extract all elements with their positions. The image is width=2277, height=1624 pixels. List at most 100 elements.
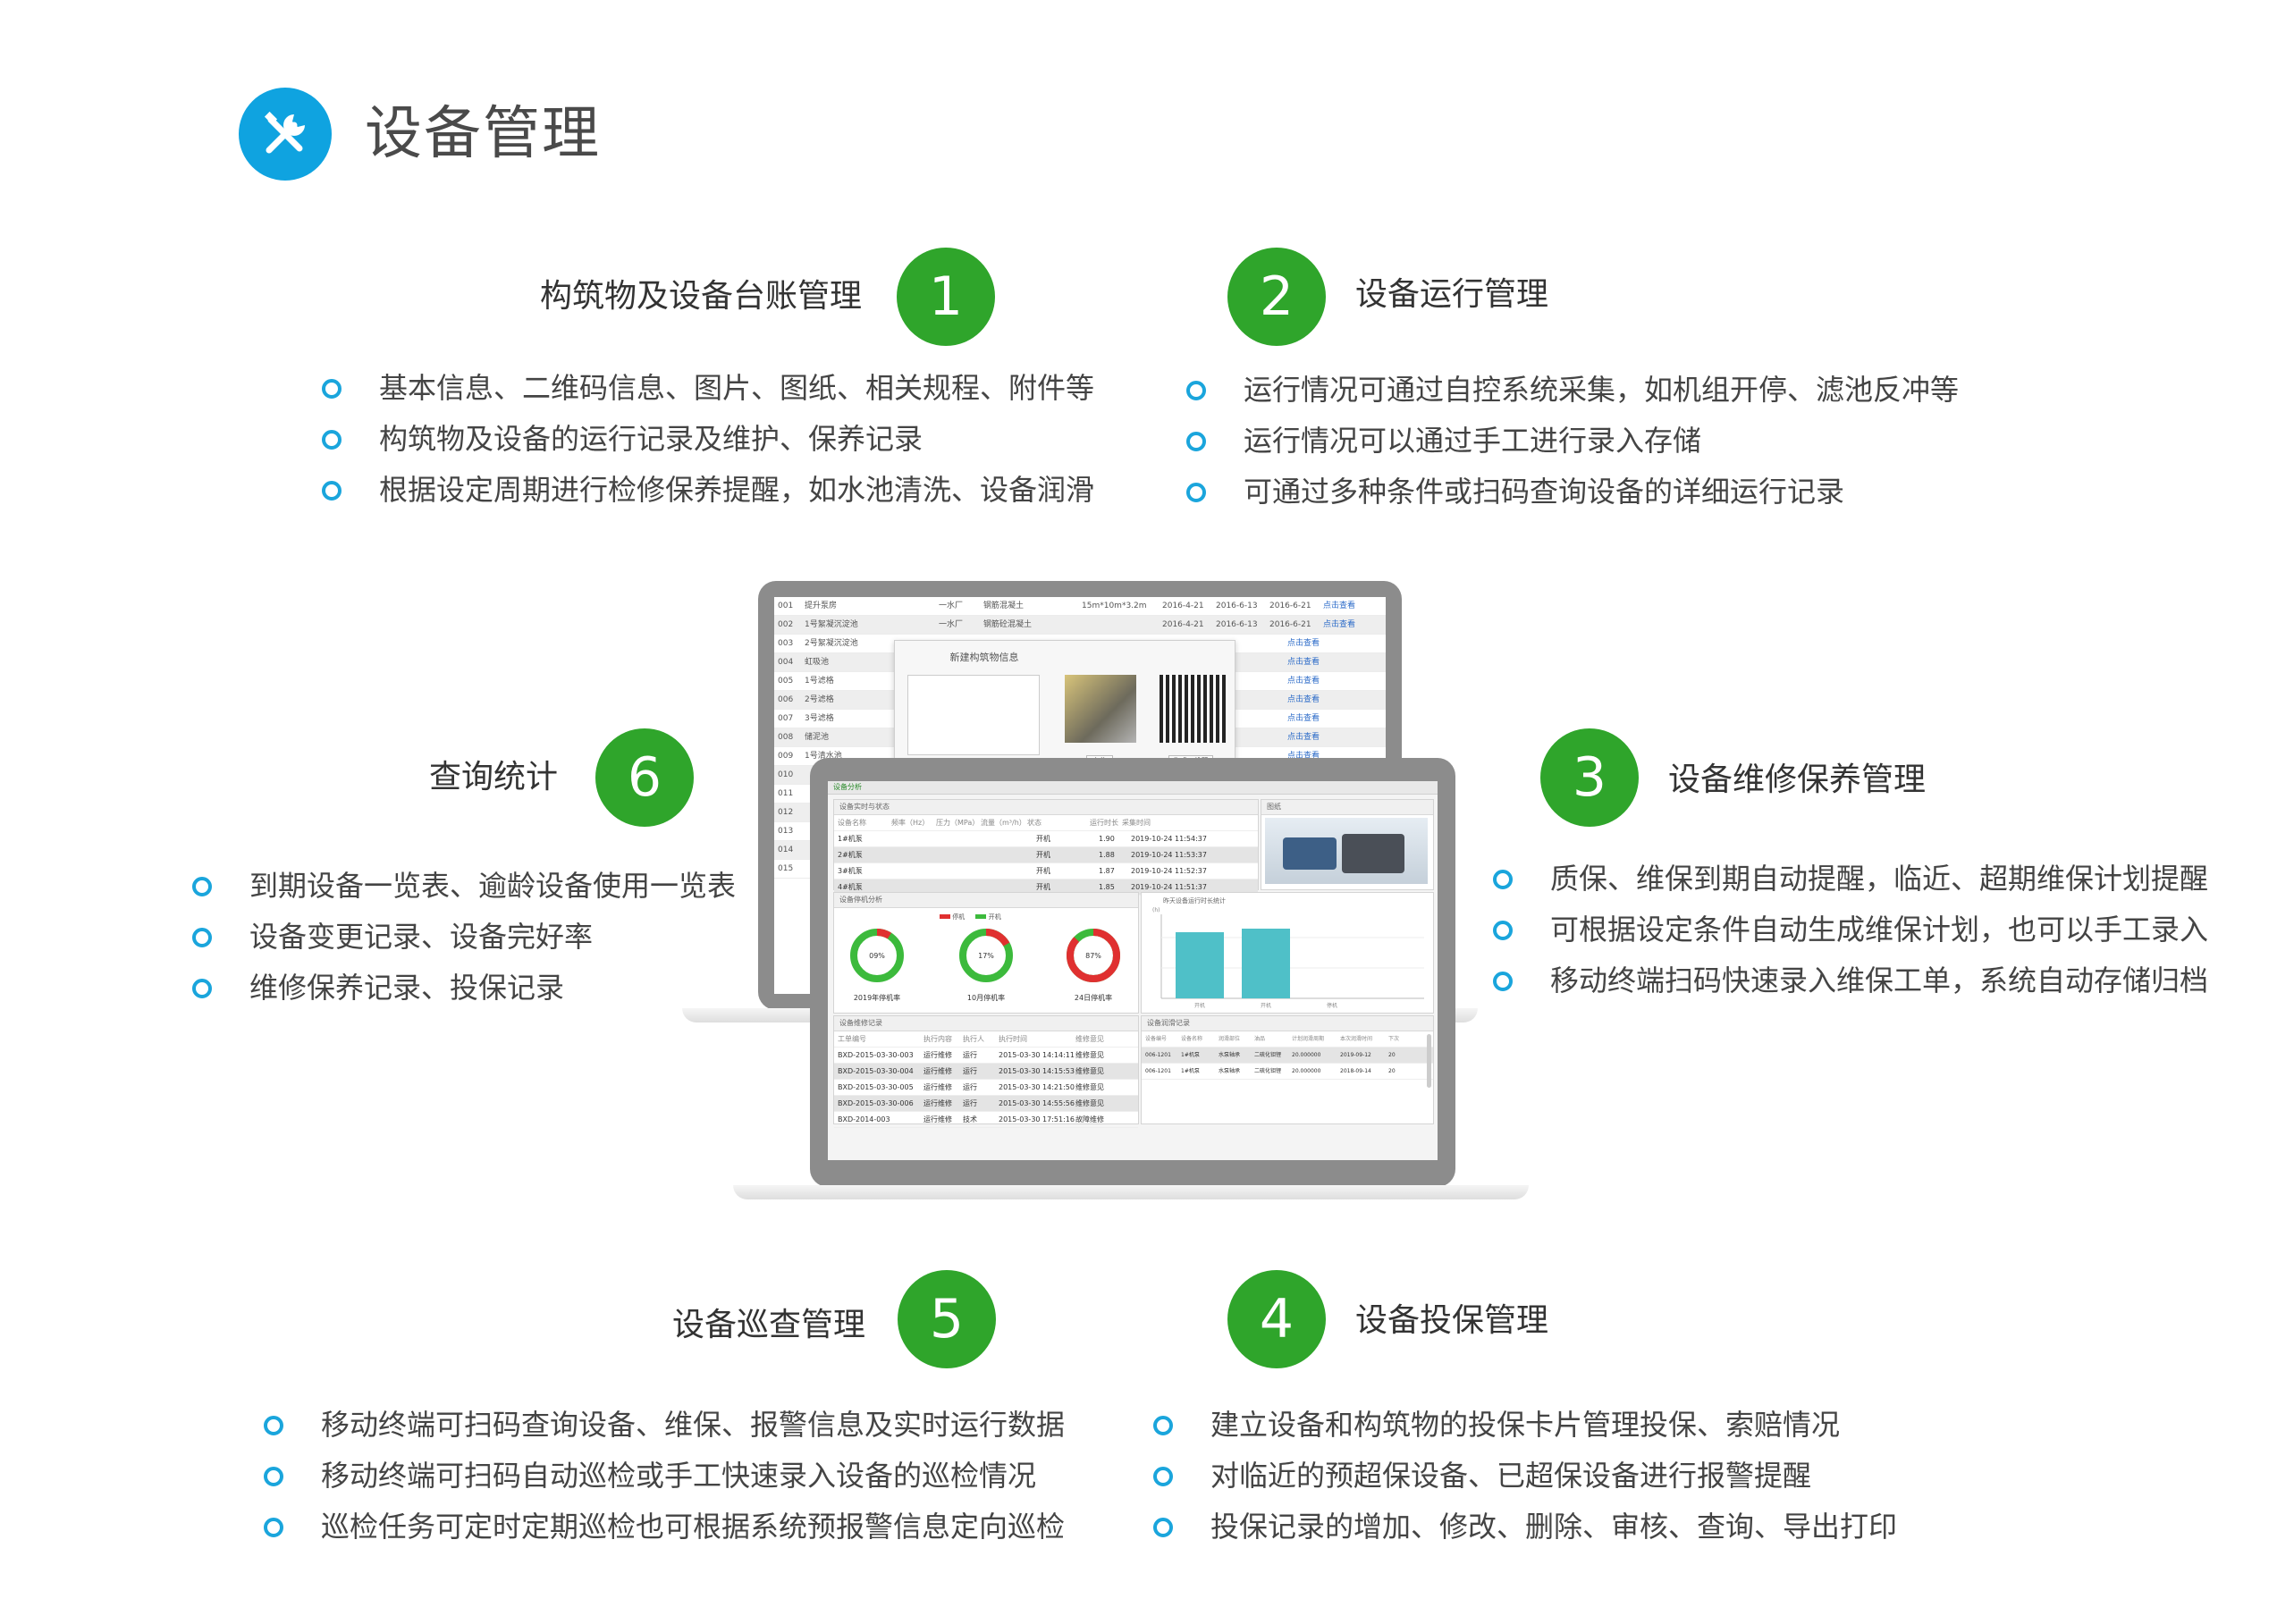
- table-header: 设备编号设备名称润滑部位油品计划润滑周期本次润滑时间下次: [1142, 1031, 1433, 1048]
- section-1-list: 基本信息、二维码信息、图片、图纸、相关规程、附件等 构筑物及设备的运行记录及维护…: [322, 369, 1094, 522]
- list-item: 根据设定周期进行检修保养提醒，如水池清洗、设备润滑: [322, 471, 1094, 522]
- panel-title: 设备实时与状态: [834, 800, 1258, 815]
- bar-1: [1176, 932, 1224, 998]
- panel-title: 设备维修记录: [834, 1016, 1138, 1031]
- section-3-title: 设备维修保养管理: [1668, 762, 1927, 798]
- donut-3: [1067, 929, 1120, 982]
- scrollbar[interactable]: [1427, 1034, 1431, 1088]
- lubrication-records-panel: 设备润滑记录 设备编号设备名称润滑部位油品计划润滑周期本次润滑时间下次 006-…: [1141, 1015, 1434, 1124]
- section-3-list: 质保、维保到期自动提醒，临近、超期维保计划提醒 可根据设定条件自动生成维保计划，…: [1493, 860, 2208, 1013]
- panel-title: 设备停机分析: [834, 893, 1138, 908]
- bullet-ring-icon: [264, 1467, 283, 1486]
- list-item: 巡检任务可定时定期巡检也可根据系统预报警信息定向巡检: [264, 1508, 1065, 1559]
- panel-title: 图纸: [1261, 800, 1433, 815]
- tools-icon: [239, 88, 332, 181]
- pump-body-shape: [1342, 834, 1404, 873]
- section-6-title: 查询统计: [429, 759, 559, 795]
- list-item: 基本信息、二维码信息、图片、图纸、相关规程、附件等: [322, 369, 1094, 420]
- donut-1-label: 2019年停机率: [853, 994, 901, 1002]
- bullet-ring-icon: [1493, 921, 1513, 940]
- donut-2: [959, 929, 1013, 982]
- section-5-list: 移动终端可扫码查询设备、维保、报警信息及实时运行数据 移动终端可扫码自动巡检或手…: [264, 1406, 1065, 1559]
- bullet-ring-icon: [1493, 870, 1513, 889]
- donut-2-label: 10月停机率: [966, 994, 1006, 1002]
- equipment-photo: [1065, 675, 1136, 743]
- panel-title: 设备润滑记录: [1142, 1016, 1433, 1031]
- bullet-ring-icon: [264, 1518, 283, 1537]
- donut-charts: [850, 929, 1120, 982]
- realtime-status-panel: 设备实时与状态 设备名称频率（Hz）压力（MPa）流量（m³/h）状态运行时长采…: [833, 799, 1259, 896]
- list-item: 建立设备和构筑物的投保卡片管理投保、索赔情况: [1153, 1406, 1897, 1457]
- list-item: 对临近的预超保设备、已超保设备进行报警提醒: [1153, 1457, 1897, 1508]
- bullet-ring-icon: [1493, 972, 1513, 991]
- bar-category-3: 停机: [1326, 1003, 1337, 1009]
- list-item: 维修保养记录、投保记录: [192, 969, 736, 1020]
- pump-motor-shape: [1283, 837, 1337, 870]
- repair-records-panel: 设备维修记录 工单编号执行内容执行人执行时间维修意见 BXD-2015-03-3…: [833, 1015, 1139, 1128]
- bar-y-unit: (h): [1152, 907, 1160, 913]
- list-item: 运行情况可通过自控系统采集，如机组开停、滤池反冲等: [1186, 371, 1959, 422]
- bullet-ring-icon: [264, 1416, 283, 1435]
- section-6-list: 到期设备一览表、逾龄设备使用一览表 设备变更记录、设备完好率 维修保养记录、投保…: [192, 867, 736, 1020]
- bar-category-2: 开机: [1260, 1003, 1271, 1009]
- list-item: 移动终端可扫码自动巡检或手工快速录入设备的巡检情况: [264, 1457, 1065, 1508]
- runtime-bar-panel: 昨天设备运行时长统计 (h) 开机 开机 停机: [1141, 892, 1434, 1014]
- bullet-ring-icon: [1153, 1467, 1173, 1486]
- dialog-form[interactable]: [907, 675, 1040, 755]
- list-item: 到期设备一览表、逾龄设备使用一览表: [192, 867, 736, 918]
- section-5-title: 设备巡查管理: [672, 1307, 866, 1343]
- section-6-badge: 6: [595, 728, 694, 827]
- bullet-ring-icon: [192, 979, 212, 998]
- bullet-ring-icon: [192, 877, 212, 896]
- section-1-title: 构筑物及设备台账管理: [540, 278, 863, 315]
- section-4-badge: 4: [1227, 1270, 1326, 1368]
- section-2-title: 设备运行管理: [1355, 276, 1549, 313]
- dialog-title: 新建构筑物信息: [949, 652, 1019, 663]
- equipment-drawing: [1265, 818, 1428, 884]
- donut-1: [850, 929, 904, 982]
- bar-2: [1242, 929, 1290, 998]
- new-structure-dialog: 新建构筑物信息 上传 生成二维码: [894, 640, 1235, 776]
- donut-arc: [959, 929, 1013, 982]
- bar-chart-title: 昨天设备运行时长统计: [1163, 897, 1226, 905]
- bullet-ring-icon: [1186, 381, 1206, 400]
- donut-arc: [1067, 929, 1120, 982]
- list-item: 可根据设定条件自动生成维保计划，也可以手工录入: [1493, 911, 2208, 962]
- tab-equipment-analysis[interactable]: 设备分析: [828, 781, 1438, 795]
- bar-category-1: 开机: [1193, 1003, 1205, 1009]
- legend-swatch-stop: [940, 914, 950, 919]
- bullet-ring-icon: [322, 379, 342, 399]
- bullet-ring-icon: [1186, 483, 1206, 502]
- donut-2-value: 17%: [978, 952, 994, 960]
- page-title: 设备管理: [365, 101, 601, 167]
- legend-swatch-run: [975, 914, 987, 919]
- stop-analysis-panel: 设备停机分析 停机 开机: [833, 892, 1139, 1014]
- donut-arc: [850, 929, 904, 982]
- front-laptop-frame: 设备分析 设备实时与状态 设备名称频率（Hz）压力（MPa）流量（m³/h）状态…: [810, 758, 1455, 1187]
- list-item: 质保、维保到期自动提醒，临近、超期维保计划提醒: [1493, 860, 2208, 911]
- list-item: 移动终端可扫码查询设备、维保、报警信息及实时运行数据: [264, 1406, 1065, 1457]
- list-item: 可通过多种条件或扫码查询设备的详细运行记录: [1186, 473, 1959, 524]
- front-laptop-screen: 设备分析 设备实时与状态 设备名称频率（Hz）压力（MPa）流量（m³/h）状态…: [828, 781, 1438, 1160]
- bullet-ring-icon: [1186, 432, 1206, 451]
- donut-3-value: 87%: [1085, 952, 1101, 960]
- section-2-list: 运行情况可通过自控系统采集，如机组开停、滤池反冲等 运行情况可以通过手工进行录入…: [1186, 371, 1959, 524]
- table-header: 设备名称频率（Hz）压力（MPa）流量（m³/h）状态运行时长采集时间: [834, 815, 1258, 831]
- list-item: 构筑物及设备的运行记录及维护、保养记录: [322, 420, 1094, 471]
- drawing-panel: 图纸: [1261, 799, 1434, 890]
- donut-legend: 停机 开机: [940, 913, 1001, 921]
- section-4-title: 设备投保管理: [1355, 1302, 1549, 1339]
- section-5-badge: 5: [898, 1270, 996, 1368]
